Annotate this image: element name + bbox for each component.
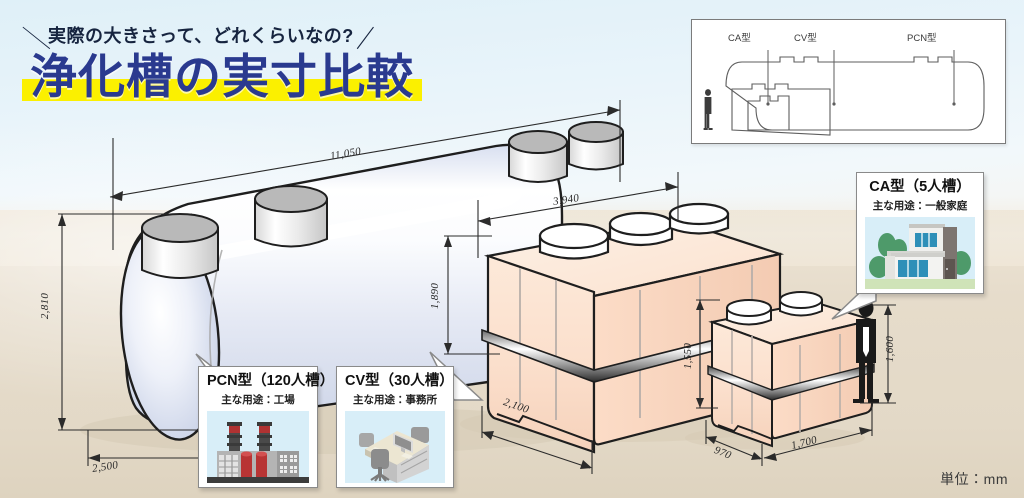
pcn-card-subtitle: 主な用途：工場 bbox=[221, 393, 295, 406]
callout-card-ca[interactable]: CA型（5人槽） 主な用途：一般家庭 bbox=[856, 172, 984, 294]
dim-person-height: 1,600 bbox=[884, 335, 897, 363]
cv-hatch-2 bbox=[608, 211, 674, 247]
inset-label-ca: CA型 bbox=[728, 33, 751, 44]
inset-comparison-panel: CA型 CV型 PCN型 bbox=[691, 19, 1006, 144]
factory-icon bbox=[207, 410, 309, 483]
ca-tank-shape bbox=[685, 291, 876, 450]
ca-card-subtitle: 主な用途：一般家庭 bbox=[872, 199, 968, 212]
dim-ca-height: 1,550 bbox=[682, 342, 695, 370]
cv-card-subtitle: 主な用途：事務所 bbox=[353, 393, 437, 406]
inset-label-pcn: PCN型 bbox=[907, 33, 937, 44]
pcn-hatch-4 bbox=[568, 121, 624, 171]
pcn-hatch-2 bbox=[254, 185, 328, 248]
office-desk-icon bbox=[345, 410, 445, 483]
dimension-arrowheads bbox=[58, 106, 892, 469]
cv-card-title: CV型（30人槽） bbox=[345, 373, 454, 389]
ca-card-title: CA型（5人槽） bbox=[869, 179, 971, 195]
person-silhouette-icon bbox=[703, 89, 713, 130]
headline-block: ＼実際の大きさって、どれくらいなの?／ 浄化槽の実寸比較 bbox=[21, 22, 442, 103]
pcn-card-title: PCN型（120人槽） bbox=[207, 373, 335, 389]
kicker-text: ＼実際の大きさって、どれくらいなの?／ bbox=[21, 22, 381, 53]
inset-outline-diagram bbox=[703, 50, 985, 136]
title-highlight-bar bbox=[22, 78, 422, 101]
pcn-tank-shape bbox=[80, 121, 624, 454]
pcn-hatch-3 bbox=[508, 130, 568, 183]
pcn-hatch-1 bbox=[141, 213, 219, 279]
callout-card-pcn[interactable]: PCN型（120人槽） 主な用途：工場 bbox=[198, 366, 335, 488]
ca-hatch-1 bbox=[726, 299, 772, 326]
callout-card-cv[interactable]: CV型（30人槽） 主な用途：事務所 bbox=[336, 366, 454, 488]
cv-hatch-3 bbox=[668, 202, 730, 235]
cv-hatch-1 bbox=[538, 222, 610, 260]
house-icon bbox=[865, 216, 975, 289]
dim-cv-height: 1,890 bbox=[429, 282, 442, 310]
dim-pcn-height: 2,810 bbox=[39, 292, 52, 320]
page-title: 浄化槽の実寸比較 bbox=[22, 50, 422, 103]
kicker-label: 実際の大きさって、どれくらいなの? bbox=[48, 26, 354, 46]
inset-label-cv: CV型 bbox=[794, 33, 817, 44]
unit-note: 単位：mm bbox=[940, 471, 1008, 487]
ca-hatch-2 bbox=[779, 291, 823, 317]
title-label: 浄化槽の実寸比較 bbox=[30, 50, 414, 103]
